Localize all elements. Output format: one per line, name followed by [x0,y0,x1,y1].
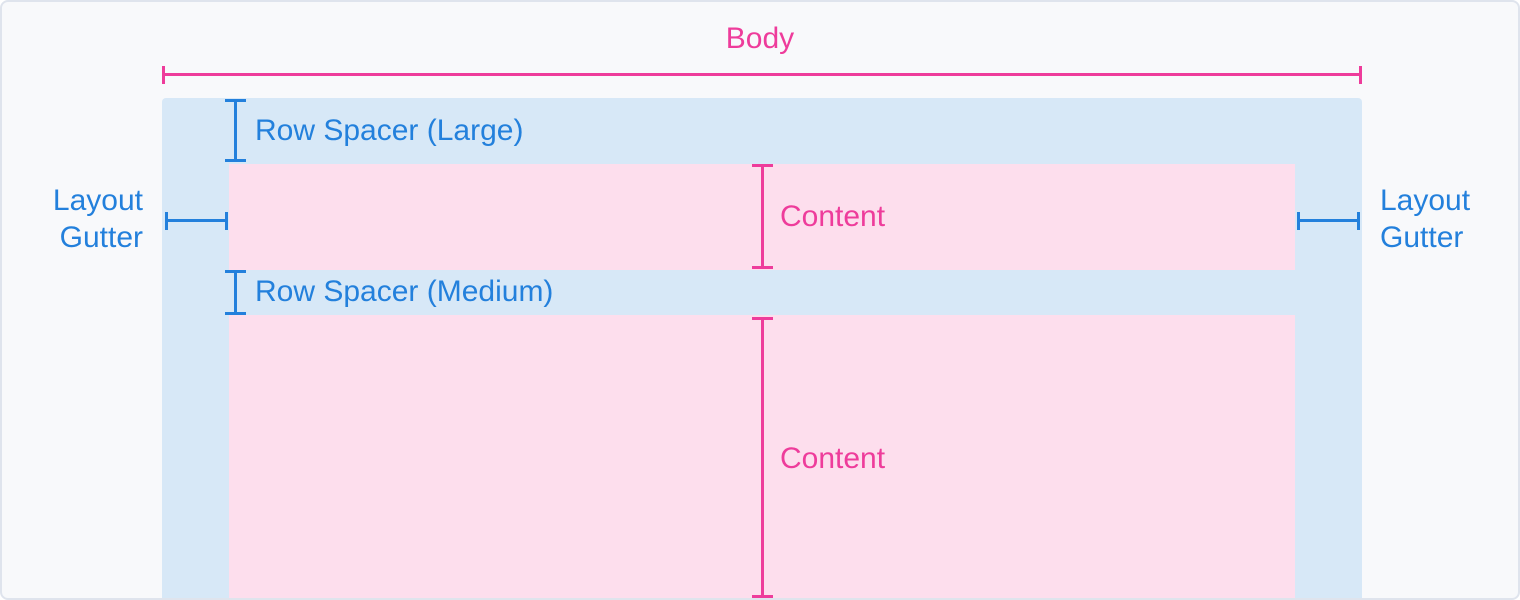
content-bottom-label: Content [780,442,886,475]
content-top-label: Content [780,200,886,233]
body-label: Body [725,22,795,55]
layout-gutter-left-label: Layout Gutter [52,184,143,254]
row-spacer-medium-label: Row Spacer (Medium) [255,275,554,308]
content-bottom-measure-bracket [752,317,773,598]
content-top-measure-bracket [752,164,773,269]
layout-gutter-right-measure-bracket [1297,212,1360,230]
layout-gutter-left-measure-bracket [165,212,228,230]
body-measure-bracket [162,66,1362,84]
row-spacer-medium-measure-bracket [225,270,246,315]
row-spacer-large-measure-bracket [225,99,246,162]
row-spacer-large-label: Row Spacer (Large) [255,114,524,147]
layout-gutter-right-label: Layout Gutter [1380,184,1471,254]
